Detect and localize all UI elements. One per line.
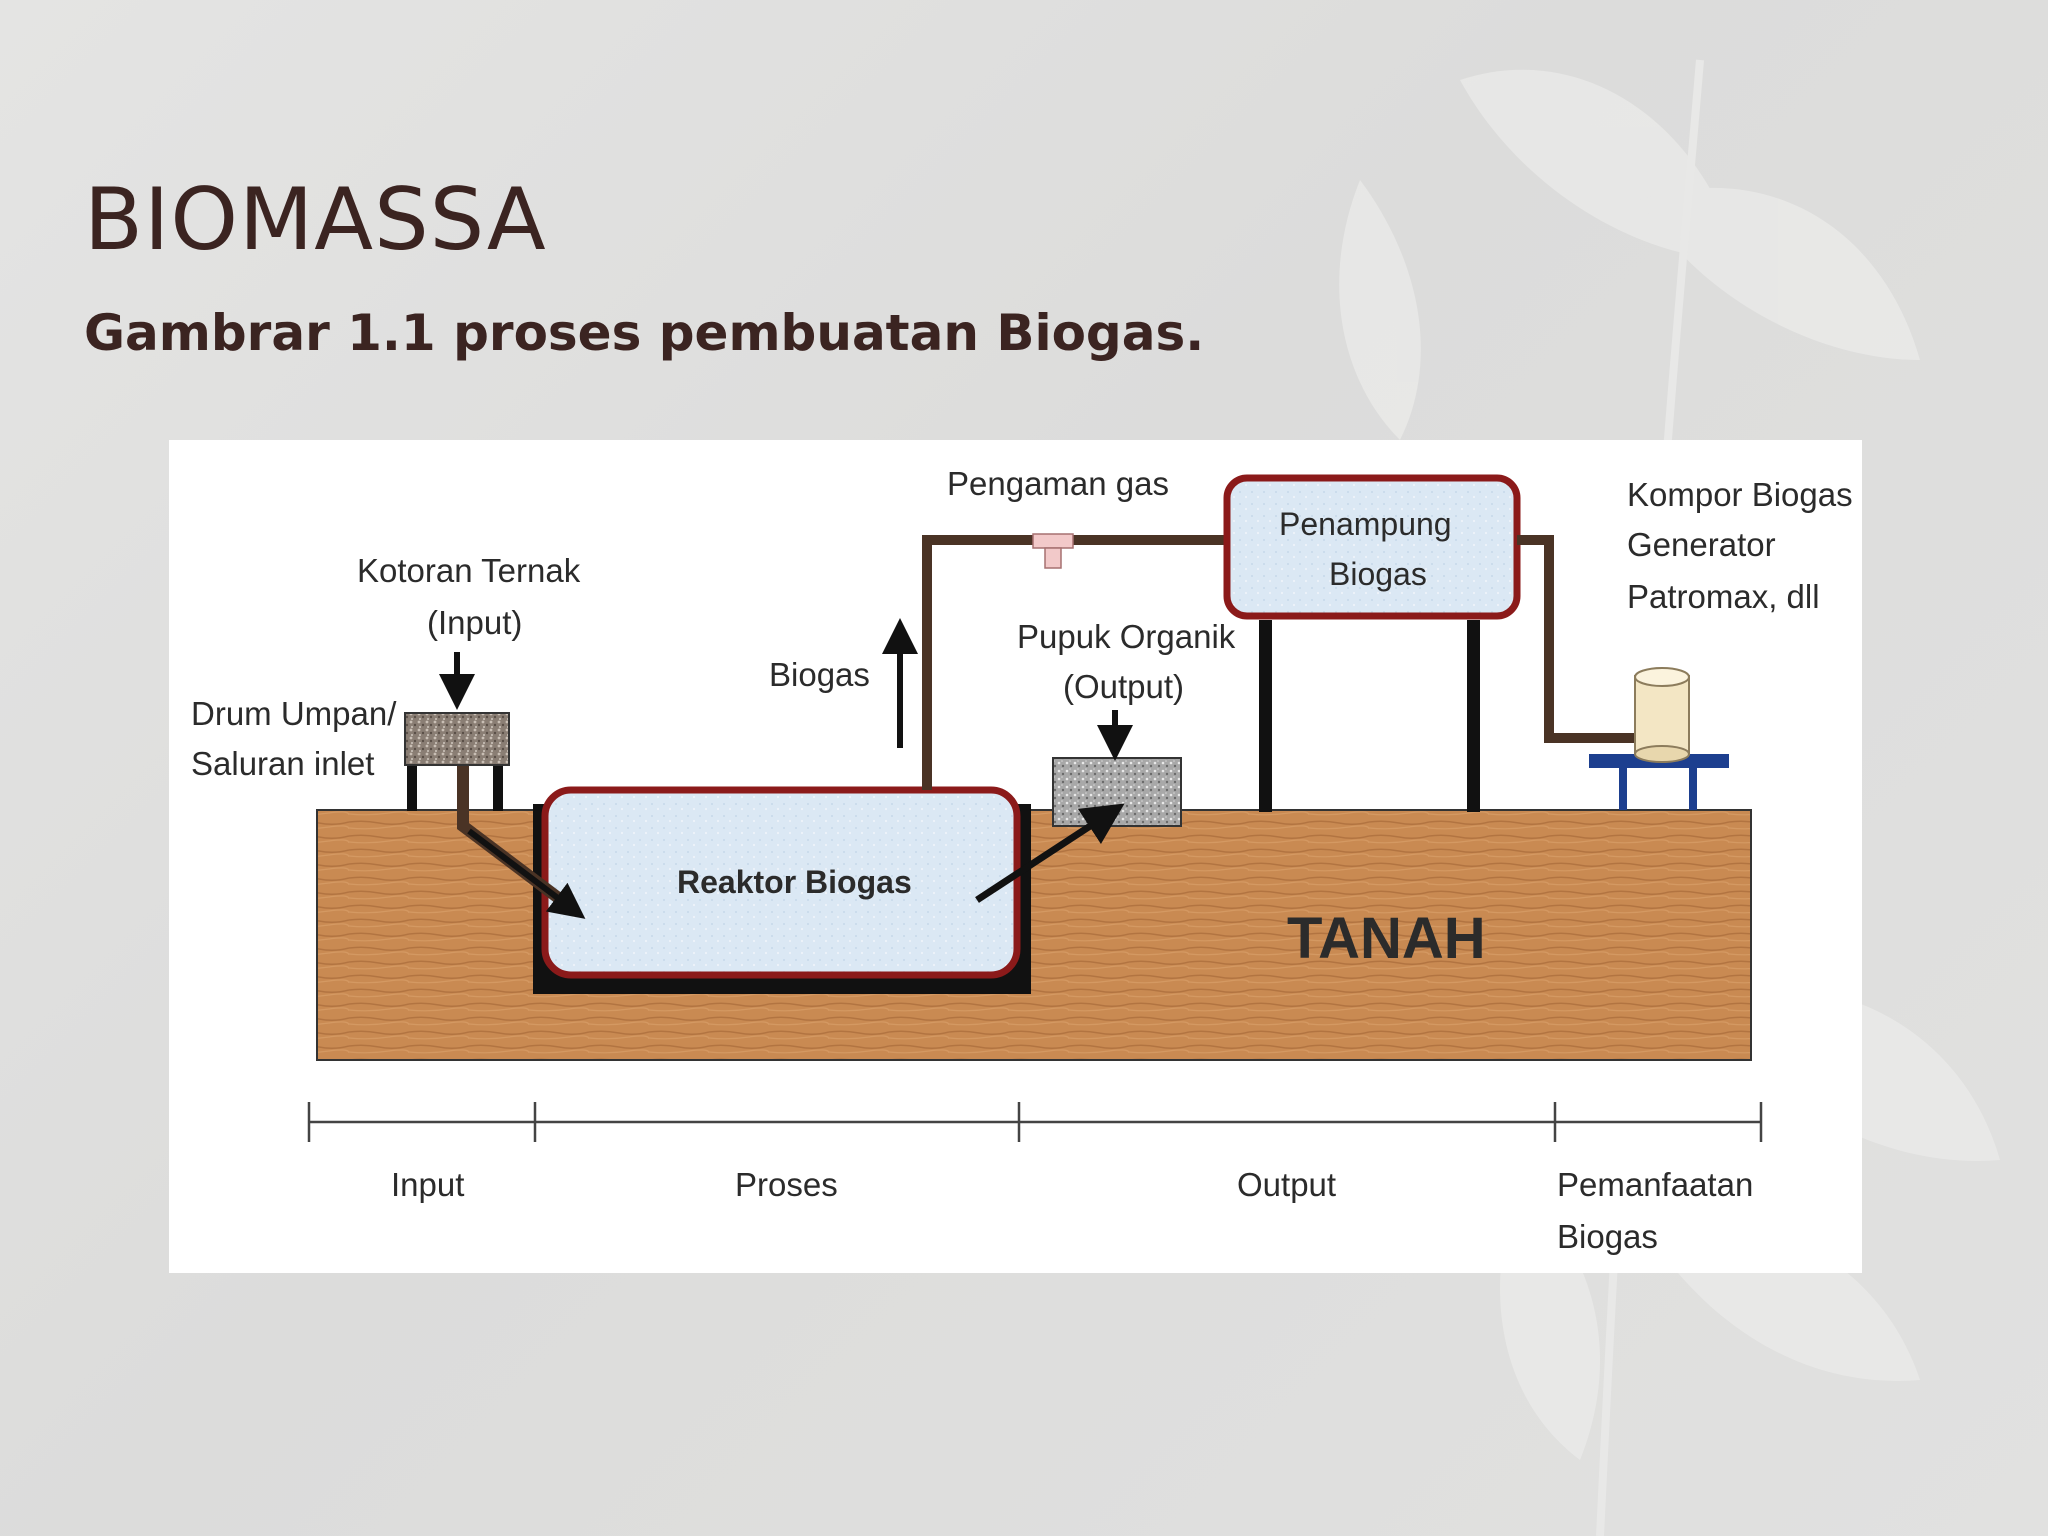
inlet-arrow <box>467 828 586 919</box>
reactor-label: Reaktor Biogas <box>677 864 912 900</box>
kotoran-label-line1: Kotoran Ternak <box>357 552 581 589</box>
biogas-label: Biogas <box>769 656 870 693</box>
outlet-arrow <box>975 803 1125 903</box>
tanah-label: TANAH <box>1287 906 1486 971</box>
storage-leg-right <box>1467 620 1480 812</box>
timeline-input: Input <box>391 1166 464 1203</box>
pupuk-label-line1: Pupuk Organik <box>1017 618 1236 655</box>
biogas-process-diagram: TANAH Reaktor Biogas Penampung Biogas <box>169 440 1862 1273</box>
stage-timeline <box>307 1102 1763 1142</box>
storage-label-line2: Biogas <box>1329 556 1427 592</box>
kompor-label-line2: Generator <box>1627 526 1776 563</box>
timeline-proses: Proses <box>735 1166 838 1203</box>
timeline-pemanfaatan-line2: Biogas <box>1557 1218 1658 1255</box>
slide-title: BIOMASSA <box>84 170 547 270</box>
gas-pipe <box>922 535 1227 790</box>
outlet-box <box>1052 757 1182 827</box>
stove-stand-leg-left <box>1619 768 1627 810</box>
inlet-drum-leg-left <box>407 765 417 811</box>
pengaman-gas-label: Pengaman gas <box>947 465 1169 502</box>
pupuk-label-line2: (Output) <box>1063 668 1184 705</box>
kompor-label-line1: Kompor Biogas <box>1627 476 1853 513</box>
stove-pipe <box>1517 535 1637 743</box>
drum-label-line2: Saluran inlet <box>191 745 374 782</box>
slide-subtitle: Gambrar 1.1 proses pembuatan Biogas. <box>84 304 1205 362</box>
inlet-drum-leg-right <box>493 765 503 811</box>
gas-safety-valve-stem <box>1044 547 1062 569</box>
timeline-output: Output <box>1237 1166 1336 1203</box>
drum-label-line1: Drum Umpan/ <box>191 695 397 732</box>
inlet-drum <box>404 712 510 766</box>
storage-label-line1: Penampung <box>1279 506 1452 542</box>
storage-leg-left <box>1259 620 1272 812</box>
gas-safety-valve <box>1032 533 1074 549</box>
kompor-label-line3: Patromax, dll <box>1627 578 1820 615</box>
soil-ground <box>316 809 1752 1061</box>
stove-stand-leg-right <box>1689 768 1697 810</box>
storage-tank <box>1223 474 1521 620</box>
timeline-pemanfaatan-line1: Pemanfaatan <box>1557 1166 1753 1203</box>
kotoran-label-line2: (Input) <box>427 604 522 641</box>
stove-icon <box>1634 667 1690 763</box>
